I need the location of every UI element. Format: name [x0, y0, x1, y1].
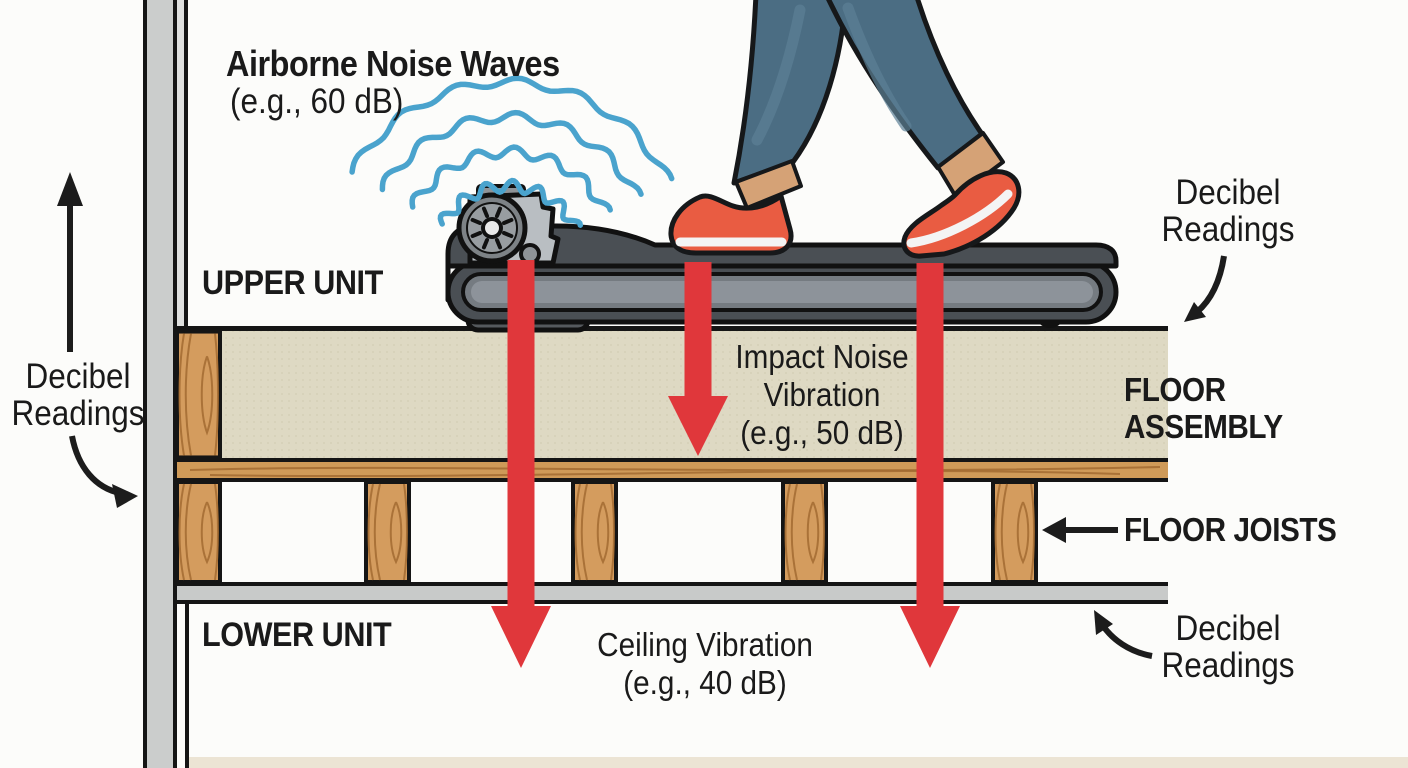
decibel-readings-top-right: Decibel Readings [1161, 173, 1295, 249]
front-ankle [936, 131, 1005, 199]
annotation-arrows [57, 172, 1227, 659]
subfloor-plank [177, 462, 1168, 482]
lower-unit-label: LOWER UNIT [202, 616, 392, 654]
decibel-left-up-arrow [57, 172, 83, 352]
ceiling-layer [177, 586, 1168, 604]
impact-vibration-arrow [668, 262, 728, 456]
motor-flywheel [456, 192, 528, 264]
upper-unit-label: UPPER UNIT [202, 264, 383, 302]
lower-floor-hint [189, 757, 1408, 768]
decibel-left-curved-arrow [69, 435, 138, 508]
floor-joist [781, 480, 828, 584]
back-leg [731, 0, 849, 186]
decibel-bottom-right-curved-arrow [1094, 610, 1153, 659]
floor-joist [175, 480, 222, 584]
decibel-readings-left: Decibel Readings [11, 357, 145, 433]
airborne-noise-title: Airborne Noise Waves [226, 43, 560, 84]
floor-assembly-layer [177, 326, 1168, 462]
floor-joists-group [175, 480, 1168, 586]
floor-joist [991, 480, 1038, 584]
floor-assembly-label: FLOOR ASSEMBLY [1124, 371, 1283, 445]
floor-joist [364, 480, 411, 584]
floor-joist [571, 480, 618, 584]
decibel-readings-bottom-right: Decibel Readings [1161, 609, 1295, 685]
party-wall [143, 0, 189, 768]
decibel-top-right-curved-arrow [1184, 255, 1227, 322]
back-ankle [734, 159, 803, 210]
impact-vibration-arrow [491, 260, 551, 668]
ceiling-vibration-label: Ceiling Vibration (e.g., 40 dB) [597, 626, 813, 701]
impact-vibration-arrows [491, 260, 960, 668]
treadmill [445, 184, 1119, 333]
floor-joists-label: FLOOR JOISTS [1124, 511, 1337, 548]
floor-joists-arrow [1042, 517, 1118, 543]
airborne-noise-db: (e.g., 60 dB) [230, 82, 404, 121]
walker-legs [668, 0, 1022, 259]
impact-vibration-arrow [900, 263, 960, 668]
rim-joist [177, 331, 220, 458]
airborne-noise-waves-icon [349, 75, 675, 228]
impact-noise-label: Impact Noise Vibration (e.g., 50 dB) [735, 338, 909, 451]
